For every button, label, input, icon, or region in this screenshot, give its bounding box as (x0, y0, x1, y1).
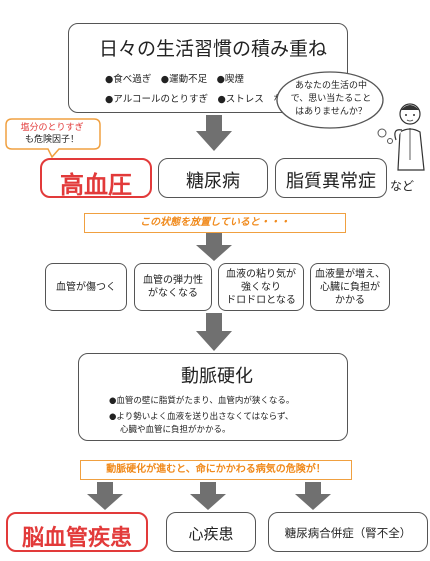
effect-4-line-1: 血液量が増え、 (315, 268, 385, 280)
dyslipidemia-label: 脂質異常症 (286, 171, 376, 192)
lifestyle-factors-row2: ●アルコールのとりすぎ ●ストレス など (105, 94, 293, 105)
thought-line-2: で、思い当たること (290, 94, 372, 104)
salt-line-2: も危険因子！ (24, 135, 79, 145)
dyslipidemia-box: 脂質異常症 (275, 158, 387, 198)
arrow-down-3 (196, 313, 232, 351)
arrow-down-2 (196, 233, 232, 261)
arrow-down-6 (295, 482, 331, 510)
lifestyle-factors-row1: ●食べ過ぎ ●運動不足 ●喫煙 (105, 74, 244, 85)
etc-label: など (390, 179, 415, 193)
thought-bubble (276, 71, 393, 144)
diabetes-label: 糖尿病 (186, 171, 240, 192)
effect-3-line-1: 血液の粘り気が (226, 268, 296, 280)
arteriosclerosis-box: 動脈硬化 ●血管の壁に脂質がたまり、血管内が狭くなる。 ●より勢いよく血液を送り… (78, 353, 348, 441)
thought-line-1: あなたの生活の中 (294, 81, 367, 91)
cerebrovascular-box: 脳血管疾患 (6, 512, 148, 552)
effect-3-line-3: ドロドロとなる (226, 294, 296, 306)
neglect-banner: この状態を放置していると・・・ (84, 213, 346, 233)
effect-4-line-3: かかる (335, 294, 365, 306)
arrow-down-4 (87, 482, 123, 510)
effect-box-3: 血液の粘り気が 強くなり ドロドロとなる (218, 263, 304, 311)
effect-2-line-1: 血管の弾力性 (143, 275, 203, 286)
arteriosclerosis-title: 動脈硬化 (181, 366, 253, 387)
heart-disease-box: 心疾患 (166, 512, 256, 552)
effect-box-1: 血管が傷つく (45, 263, 127, 311)
arteriosclerosis-bullet-2b: 心臓や血管に負担がかかる。 (120, 425, 231, 435)
effect-4-line-2: 心臓に負担が (320, 281, 380, 293)
thought-line-3: はありませんか？ (295, 107, 367, 117)
effect-1-line-1: 血管が傷つく (56, 281, 116, 293)
salt-line-1: 塩分のとりすぎ (20, 123, 84, 133)
danger-banner: 動脈硬化が進むと、命にかかわる病気の危険が！ (80, 460, 352, 480)
hypertension-label: 高血圧 (60, 171, 132, 199)
arrow-down-5 (190, 482, 226, 510)
effect-box-4: 血液量が増え、 心臓に負担が かかる (310, 263, 390, 311)
diabetic-complication-box: 糖尿病合併症（腎不全） (268, 512, 428, 552)
salt-callout-bubble (5, 118, 101, 159)
arteriosclerosis-bullet-2: ●より勢いよく血液を送り出さなくてはならず、 (109, 412, 294, 422)
salt-callout-text: 塩分のとりすぎ も危険因子！ (6, 122, 98, 146)
arrow-down-1 (196, 115, 232, 151)
diabetes-box: 糖尿病 (158, 158, 268, 198)
thought-bubble-text: あなたの生活の中 で、思い当たること はありませんか？ (288, 80, 374, 119)
hypertension-box: 高血圧 (40, 158, 152, 199)
effect-3-line-2: 強くなり (241, 281, 281, 293)
arteriosclerosis-bullet-1: ●血管の壁に脂質がたまり、血管内が狭くなる。 (109, 396, 295, 406)
diabetic-complication-label: 糖尿病合併症（腎不全） (284, 526, 412, 540)
lifestyle-title: 日々の生活習慣の積み重ね (99, 38, 328, 60)
cerebrovascular-label: 脳血管疾患 (21, 526, 132, 551)
effect-box-2: 血管の弾力性 がなくなる (134, 263, 212, 311)
lifestyle-box: 日々の生活習慣の積み重ね ●食べ過ぎ ●運動不足 ●喫煙 ●アルコールのとりすぎ… (68, 23, 348, 113)
heart-disease-label: 心疾患 (188, 525, 234, 543)
doctor-icon (394, 103, 425, 171)
effect-2-line-2: がなくなる (148, 288, 198, 299)
